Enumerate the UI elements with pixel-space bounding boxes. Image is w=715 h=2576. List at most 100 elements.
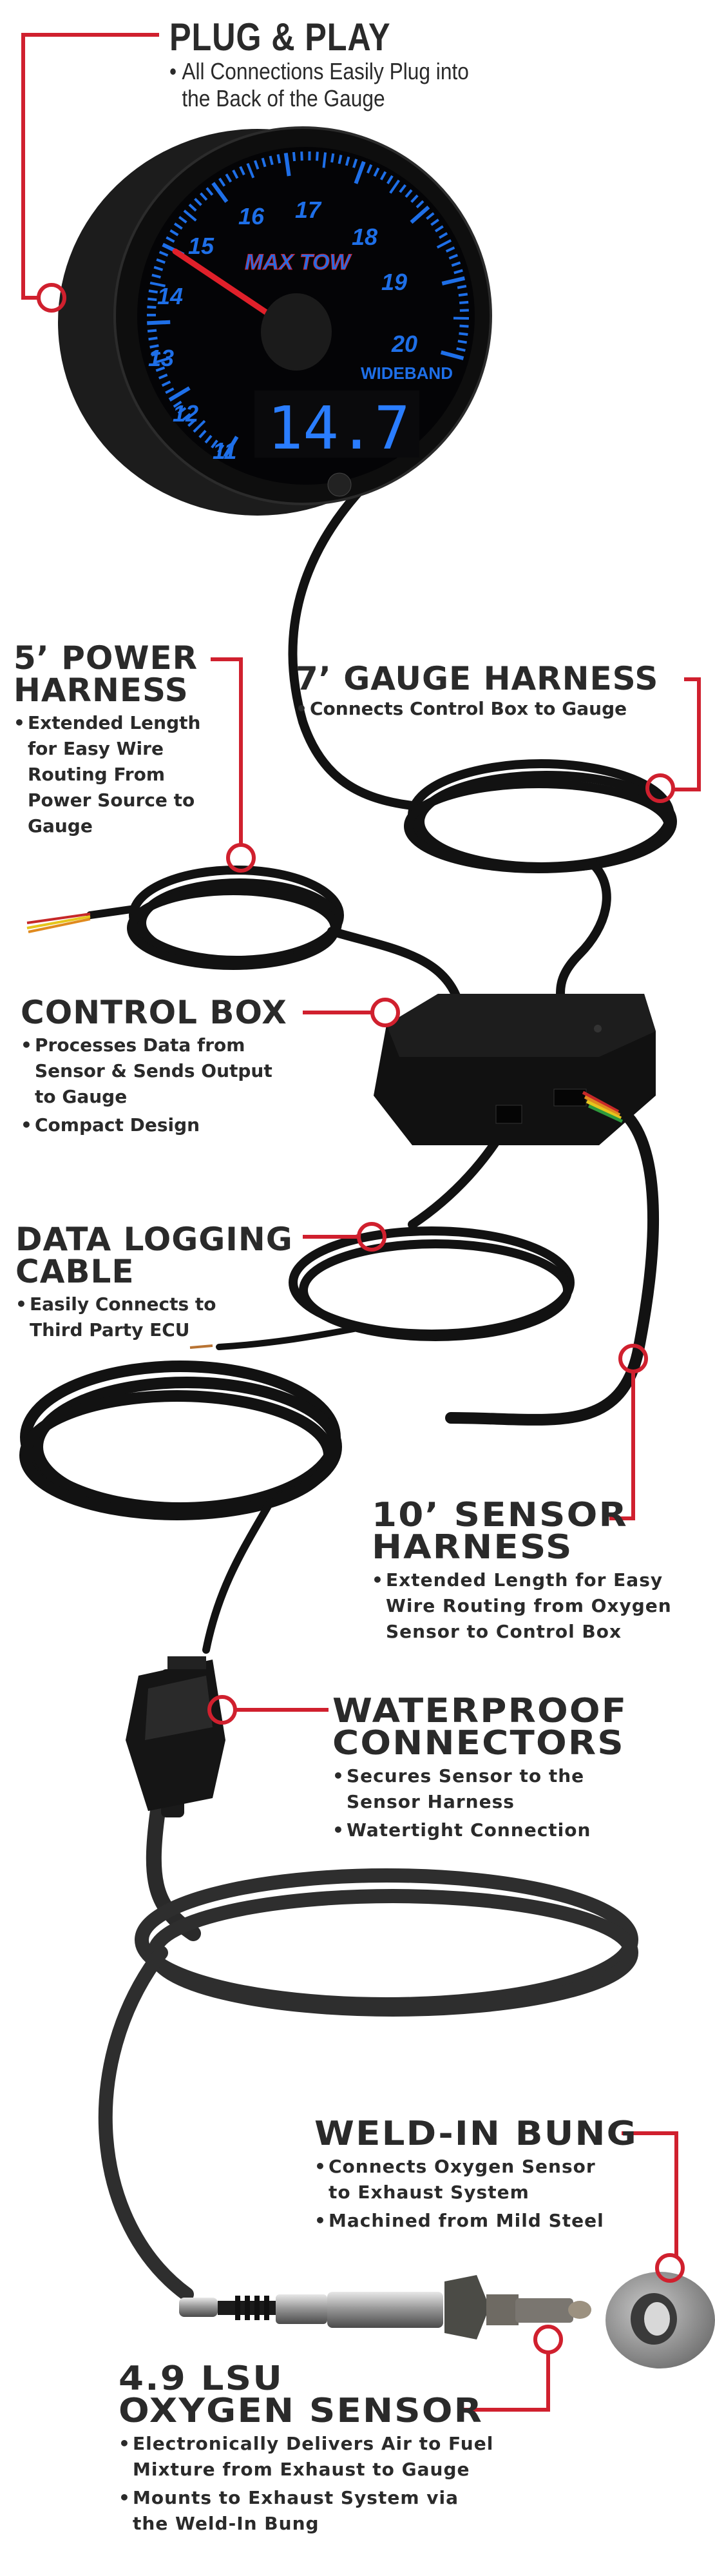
title-line: 4.9 LSU xyxy=(119,2359,283,2398)
power-harness-coil xyxy=(127,866,344,970)
gauge-button[interactable] xyxy=(327,472,352,497)
callout-sensor-harness: 10’ SENSOR HARNESS Extended Length for E… xyxy=(372,1498,672,1645)
gauge-tick xyxy=(459,324,469,328)
gauge-number-20: 20 xyxy=(391,331,417,357)
callout-oxygen-sensor: 4.9 LSU OXYGEN SENSOR Electronically Del… xyxy=(119,2362,493,2537)
gauge-tick xyxy=(161,380,171,387)
gauge-tick xyxy=(151,351,161,356)
gauge-tick xyxy=(239,166,245,176)
callout-bullet: Secures Sensor to the Sensor Harness xyxy=(332,1763,605,1815)
gauge-tick xyxy=(269,155,274,166)
gauge-tick xyxy=(451,261,461,267)
gauge-tick xyxy=(217,444,225,453)
callout-title: CONTROL BOX xyxy=(21,994,287,1031)
callout-title: 5’ POWER HARNESS xyxy=(14,642,200,706)
gauge-tick xyxy=(165,387,175,394)
gauge-cable xyxy=(288,485,417,810)
callout-title: 7’ GAUGE HARNESS xyxy=(296,660,659,697)
gauge-tick xyxy=(173,400,182,408)
callout-bullet: Extended Length for Easy Wire Routing Fr… xyxy=(14,710,200,839)
gauge-tick xyxy=(147,320,171,325)
digital-display xyxy=(254,391,419,458)
callout-bullet: All Connections Easily Plug into the Bac… xyxy=(169,58,469,112)
gauge-number-11: 11 xyxy=(213,438,236,464)
gauge-tick xyxy=(253,160,260,170)
callout-bullet: Processes Data from Sensor & Sends Outpu… xyxy=(21,1032,287,1110)
callout-bullet: Mounts to Exhaust System via the Weld-In… xyxy=(119,2485,493,2537)
gauge-tick xyxy=(261,157,267,168)
gauge-tick xyxy=(330,153,335,163)
gauge-tick xyxy=(156,258,166,264)
title-line: HARNESS xyxy=(372,1528,573,1567)
gauge-tick xyxy=(169,229,179,237)
title-line: 10’ SENSOR xyxy=(372,1496,628,1535)
gauge-number-17: 17 xyxy=(295,197,322,223)
gauge-tick xyxy=(405,189,413,198)
gauge-harness-coil xyxy=(404,759,677,873)
gauge-tick xyxy=(415,200,424,209)
callout-power-harness: 5’ POWER HARNESS Extended Length for Eas… xyxy=(14,642,200,839)
gauge-tick xyxy=(173,222,183,230)
gauge-number-13: 13 xyxy=(148,345,174,371)
callout-weld-in-bung: WELD-IN BUNG Connects Oxygen Sensor to E… xyxy=(314,2117,636,2234)
gauge: 11 12 13 14 15 16 17 18 19 20 WIDEBAND M… xyxy=(58,126,492,516)
waterproof-connector xyxy=(126,1656,225,1817)
title-line: 5’ POWER xyxy=(14,639,198,677)
gauge-tick xyxy=(457,340,467,344)
gauge-number-14: 14 xyxy=(157,283,183,309)
gauge-tick xyxy=(155,366,166,372)
gauge-tick xyxy=(389,179,401,194)
gauge-tick xyxy=(178,216,187,224)
gauge-tick xyxy=(148,289,158,294)
gauge-tick xyxy=(459,332,468,336)
gauge-tick xyxy=(386,175,394,184)
digital-readout: 14.7 xyxy=(267,394,410,463)
gauge-tick xyxy=(246,162,255,179)
oxygen-sensor xyxy=(179,2275,591,2339)
callout-data-logging: DATA LOGGING CABLE Easily Connects to Th… xyxy=(15,1223,293,1343)
gauge-tick xyxy=(354,160,366,184)
gauge-tick xyxy=(379,171,387,180)
gauge-tick xyxy=(426,212,435,220)
gauge-tick xyxy=(457,285,467,289)
gauge-tick xyxy=(322,152,327,168)
callout-title: PLUG & PLAY xyxy=(169,15,391,59)
gauge-number-16: 16 xyxy=(238,203,265,229)
gauge-tick xyxy=(205,187,214,196)
gauge-tick xyxy=(148,297,157,302)
callout-title: WATERPROOF CONNECTORS xyxy=(332,1692,628,1763)
gauge-tick xyxy=(373,167,380,177)
sensor-harness-cable xyxy=(445,1103,659,1426)
gauge-tick xyxy=(300,151,303,161)
gauge-number-12: 12 xyxy=(173,400,198,427)
gauge-tick xyxy=(188,203,197,212)
gauge-label: WIDEBAND xyxy=(361,363,453,383)
gauge-tick xyxy=(338,155,343,164)
title-line: DATA LOGGING xyxy=(15,1221,293,1258)
gauge-tick xyxy=(211,440,218,449)
callout-waterproof-connectors: WATERPROOF CONNECTORS Secures Sensor to … xyxy=(332,1694,626,1843)
weld-in-bung xyxy=(605,2272,715,2368)
gauge-tick xyxy=(204,434,213,444)
gauge-tick xyxy=(149,344,159,349)
gauge-tick xyxy=(200,192,208,201)
brand-logo: MAX TOW xyxy=(245,250,352,275)
gauge-tick xyxy=(436,239,452,249)
title-line: WATERPROOF xyxy=(332,1692,628,1730)
control-box xyxy=(374,994,656,1145)
title-line: CONNECTORS xyxy=(332,1724,625,1763)
gauge-tick xyxy=(399,184,406,193)
callout-bullet: Watertight Connection xyxy=(332,1817,605,1843)
title-line: HARNESS xyxy=(14,672,189,709)
gauge-tick xyxy=(439,232,448,239)
gauge-tick xyxy=(410,205,430,224)
gauge-tick xyxy=(153,357,169,365)
gauge-tick xyxy=(276,154,281,164)
gauge-tick xyxy=(158,251,169,257)
gauge-tick xyxy=(166,236,175,243)
callout-title: 4.9 LSU OXYGEN SENSOR xyxy=(119,2359,524,2428)
gauge-tick xyxy=(151,273,161,279)
gauge-tick xyxy=(198,429,207,438)
gauge-number-19: 19 xyxy=(381,269,407,295)
